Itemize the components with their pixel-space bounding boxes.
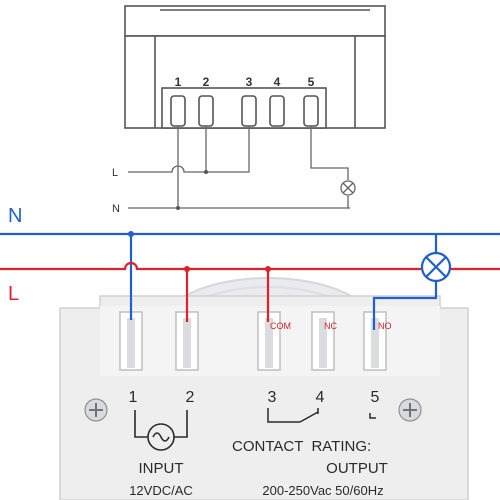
schematic-terminal-number-2: 2 [203, 75, 210, 89]
input-ac-symbol [134, 410, 188, 451]
schematic-contact-1 [170, 95, 186, 127]
contact-labels: COM NC NO [270, 321, 392, 331]
device-terminal-slots [119, 311, 387, 371]
device-printed-labels: CONTACT RATING: INPUT OUTPUT 12VDC/AC 20… [129, 438, 388, 498]
schematic-terminal-contacts [170, 95, 319, 127]
device-screws [84, 398, 422, 422]
schematic-wires [128, 126, 350, 209]
schematic-terminal-numbers: 1 2 3 4 5 [175, 75, 315, 89]
device-terminal-number-5: 5 [371, 389, 380, 406]
contact-label-nc: NC [324, 321, 337, 331]
screw-left-icon [84, 398, 108, 422]
schematic-terminal-number-5: 5 [308, 75, 315, 89]
schematic-labels: L N [112, 167, 120, 215]
device-slot-1 [119, 311, 143, 371]
line-junction-com [265, 266, 271, 272]
schematic-terminal-number-4: 4 [274, 75, 281, 89]
sine-wave-icon [152, 432, 170, 442]
schematic-terminal-number-1: 1 [175, 75, 182, 89]
device-terminal-number-1: 1 [129, 389, 138, 406]
device-terminal-numbers: 1 2 3 4 5 [129, 389, 380, 406]
wiring-labels: N L [8, 205, 22, 305]
input-label: INPUT [139, 460, 184, 477]
schematic-junction-n [176, 206, 180, 210]
output-rating: 200-250Vac 50/60Hz [262, 483, 383, 498]
input-voltage: 12VDC/AC [129, 483, 193, 498]
schematic-line-wire [128, 126, 250, 173]
schematic-terminal-number-3: 3 [246, 75, 253, 89]
neutral-junction [128, 231, 134, 237]
lamp-icon [420, 251, 452, 283]
schematic-lamp-icon [340, 180, 356, 196]
device-terminal-number-2: 2 [186, 389, 195, 406]
schematic-terminal-5-wire [310, 126, 349, 180]
schematic-line-label: L [112, 167, 118, 179]
device-terminal-number-3: 3 [268, 389, 277, 406]
schematic-neutral-label: N [112, 203, 120, 215]
output-label: OUTPUT [326, 460, 388, 477]
device-slot-2 [175, 311, 199, 371]
schematic-junction-l [204, 170, 208, 174]
device-terminal-number-4: 4 [316, 389, 325, 406]
schematic-contact-3 [241, 95, 257, 127]
line-junction-2 [184, 266, 190, 272]
schematic-contact-5 [303, 95, 319, 127]
schematic-contact-2 [198, 95, 214, 127]
contact-rating-label: CONTACT RATING: [232, 438, 371, 455]
relay-switch-arm [299, 411, 319, 423]
contact-label-no: NO [378, 321, 392, 331]
schematic-top-cap [124, 5, 386, 37]
line-label: L [8, 283, 19, 305]
neutral-wire [0, 232, 500, 330]
contact-label-com: COM [270, 321, 291, 331]
relay-no-line [369, 413, 376, 419]
lamp-to-no-terminal [372, 282, 438, 330]
device-slot-4 [311, 311, 335, 371]
schematic-contact-4 [269, 95, 285, 127]
screw-right-icon [398, 398, 422, 422]
neutral-label: N [8, 205, 22, 227]
relay-com-line [267, 408, 300, 423]
line-main-wire [0, 261, 500, 271]
line-wire [0, 261, 500, 322]
relay-contact-symbol [267, 408, 376, 423]
schematic-junctions [176, 170, 208, 210]
